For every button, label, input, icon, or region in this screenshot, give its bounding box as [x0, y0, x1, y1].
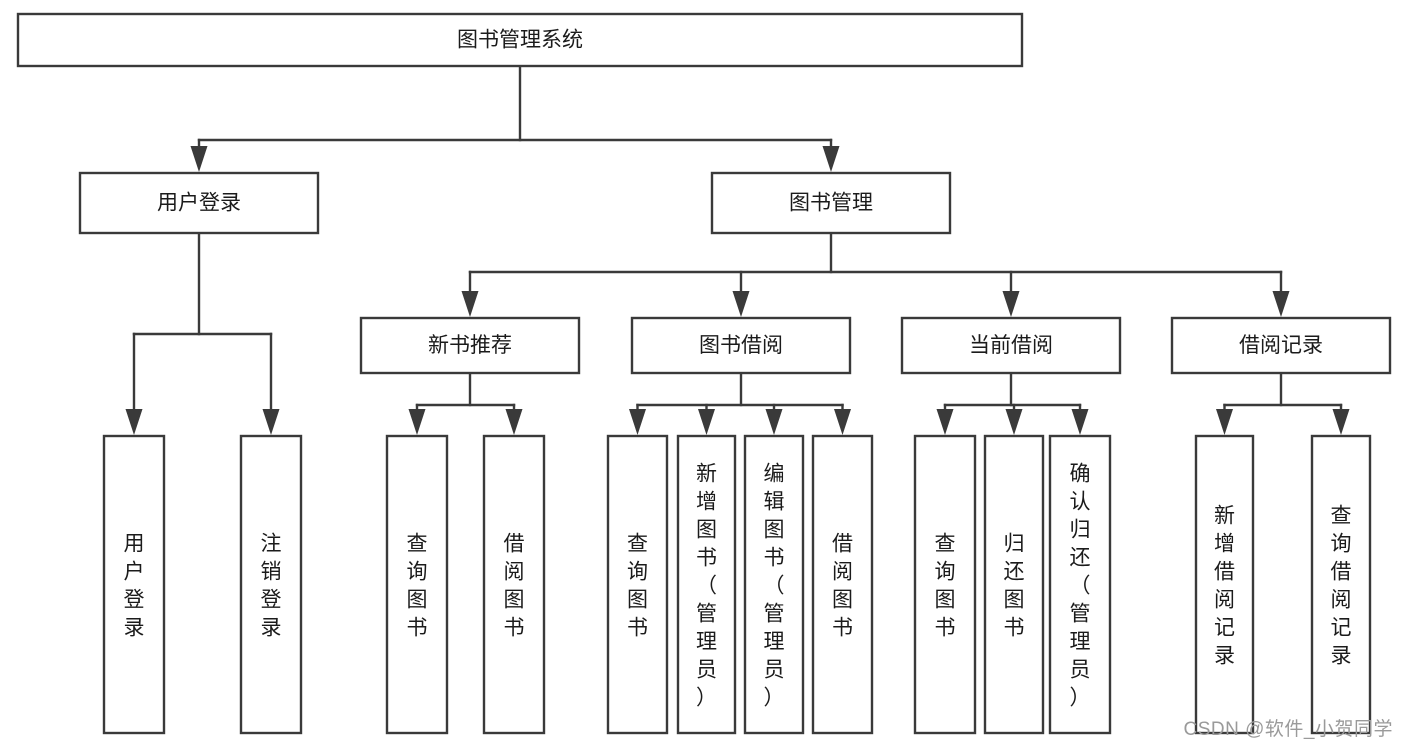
node-label: 用户登录	[157, 192, 241, 215]
node-box[interactable]	[16, 12, 1024, 68]
node-box[interactable]	[676, 434, 737, 735]
node-leaf-user-logout[interactable]: 注销登录	[239, 434, 303, 735]
connector-layer	[125, 64, 1350, 435]
node-box[interactable]	[1048, 434, 1112, 735]
node-leaf-rec-add-record[interactable]: 新增借阅记录	[1194, 434, 1255, 735]
node-label: 图书管理	[789, 192, 873, 215]
node-box[interactable]	[913, 434, 977, 735]
node-label: 借阅图书	[832, 532, 853, 639]
node-box[interactable]	[78, 171, 320, 235]
arrow-head-icon	[1005, 409, 1023, 435]
arrow-head-icon	[629, 409, 646, 435]
node-label: 图书借阅	[699, 334, 783, 357]
node-leaf-rec-borrow-book[interactable]: 借阅图书	[482, 434, 546, 735]
arrow-head-icon	[765, 409, 783, 435]
connector-group-user-login	[125, 231, 280, 435]
node-box[interactable]	[1170, 316, 1392, 375]
node-leaf-user-login[interactable]: 用户登录	[102, 434, 166, 735]
node-box[interactable]	[102, 434, 166, 735]
node-label: 图书管理系统	[457, 29, 583, 52]
node-current-borrow[interactable]: 当前借阅	[900, 316, 1122, 375]
node-leaf-cur-query-book[interactable]: 查询图书	[913, 434, 977, 735]
node-leaf-rec-query-record[interactable]: 查询借阅记录	[1310, 434, 1372, 735]
node-box[interactable]	[630, 316, 852, 375]
node-label: 编辑图书（管理员）	[764, 462, 785, 709]
node-box[interactable]	[482, 434, 546, 735]
node-box[interactable]	[743, 434, 805, 735]
node-label: 归还图书	[1004, 532, 1025, 639]
node-layer: 图书管理系统用户登录图书管理新书推荐图书借阅当前借阅借阅记录用户登录注销登录查询…	[16, 12, 1392, 735]
node-label: 新书推荐	[428, 334, 512, 357]
node-leaf-rec-query-book[interactable]: 查询图书	[385, 434, 449, 735]
connector-group-new-book-rec	[408, 371, 523, 435]
node-new-book-rec[interactable]: 新书推荐	[359, 316, 581, 375]
node-box[interactable]	[900, 316, 1122, 375]
node-book-borrow[interactable]: 图书借阅	[630, 316, 852, 375]
arrow-head-icon	[262, 409, 280, 435]
node-label: 注销登录	[261, 532, 282, 639]
node-leaf-borrow-query-book[interactable]: 查询图书	[606, 434, 669, 735]
arrow-head-icon	[1216, 409, 1233, 435]
arrow-head-icon	[936, 409, 954, 435]
arrow-head-icon	[698, 409, 715, 435]
node-label: 当前借阅	[969, 334, 1053, 357]
node-box[interactable]	[239, 434, 303, 735]
node-leaf-borrow-borrow-book[interactable]: 借阅图书	[811, 434, 874, 735]
connector-group-book-borrow	[629, 371, 851, 435]
node-leaf-cur-confirm-return[interactable]: 确认归还（管理员）	[1048, 434, 1112, 735]
connector-group-borrow-record	[1216, 371, 1350, 435]
node-label: 借阅记录	[1239, 334, 1323, 357]
connector-group-current-borrow	[936, 371, 1089, 435]
node-box[interactable]	[359, 316, 581, 375]
connector-group-book-manage	[461, 231, 1290, 317]
node-label: 新增图书（管理员）	[696, 462, 717, 709]
node-label: 查询借阅记录	[1331, 504, 1352, 667]
arrow-head-icon	[822, 146, 840, 172]
csdn-watermark: CSDN @软件_小贺同学	[1183, 719, 1393, 740]
node-label: 新增借阅记录	[1214, 504, 1235, 667]
arrow-head-icon	[125, 409, 143, 435]
node-borrow-record[interactable]: 借阅记录	[1170, 316, 1392, 375]
node-label: 查询图书	[407, 532, 428, 639]
node-box[interactable]	[606, 434, 669, 735]
node-book-manage[interactable]: 图书管理	[710, 171, 952, 235]
node-box[interactable]	[710, 171, 952, 235]
arrow-head-icon	[732, 291, 750, 317]
node-box[interactable]	[811, 434, 874, 735]
node-label: 查询图书	[627, 532, 648, 639]
arrow-head-icon	[1272, 291, 1290, 317]
node-label: 用户登录	[124, 532, 145, 639]
node-label: 借阅图书	[504, 532, 525, 639]
node-box[interactable]	[385, 434, 449, 735]
arrow-head-icon	[834, 409, 851, 435]
node-label: 确认归还（管理员）	[1070, 462, 1091, 709]
arrow-head-icon	[408, 409, 426, 435]
node-box[interactable]	[1194, 434, 1255, 735]
node-box[interactable]	[983, 434, 1045, 735]
node-leaf-borrow-edit-book[interactable]: 编辑图书（管理员）	[743, 434, 805, 735]
arrow-head-icon	[1071, 409, 1089, 435]
node-leaf-borrow-add-book[interactable]: 新增图书（管理员）	[676, 434, 737, 735]
node-label: 查询图书	[935, 532, 956, 639]
arrow-head-icon	[190, 146, 208, 172]
node-leaf-cur-return-book[interactable]: 归还图书	[983, 434, 1045, 735]
node-root[interactable]: 图书管理系统	[16, 12, 1024, 68]
arrow-head-icon	[505, 409, 523, 435]
arrow-head-icon	[1332, 409, 1350, 435]
node-user-login[interactable]: 用户登录	[78, 171, 320, 235]
connector-group-root	[190, 64, 840, 172]
node-box[interactable]	[1310, 434, 1372, 735]
arrow-head-icon	[1002, 291, 1020, 317]
arrow-head-icon	[461, 291, 479, 317]
